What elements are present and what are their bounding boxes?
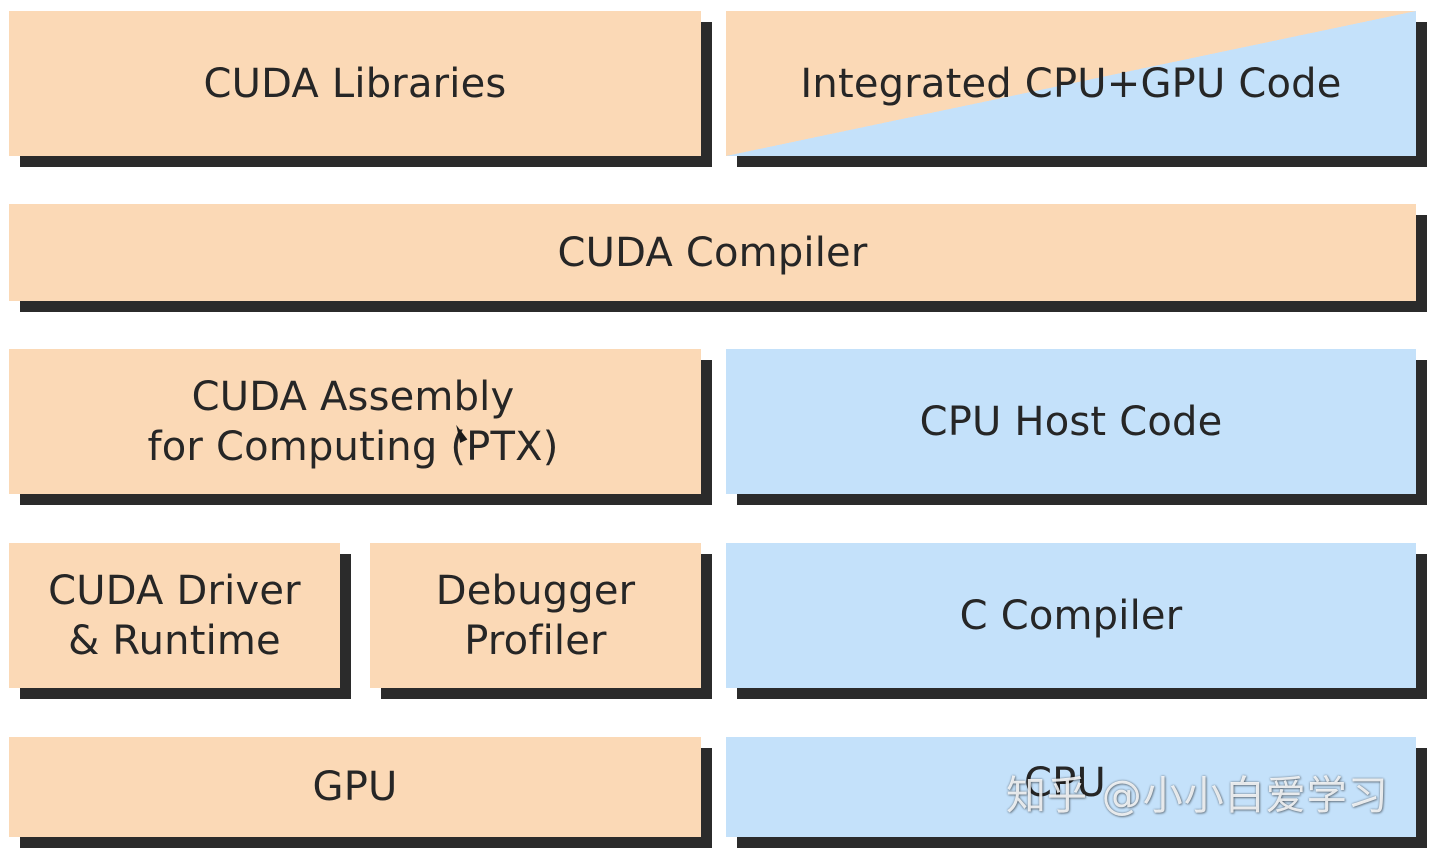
debugger-profiler-label: Debugger Profiler <box>436 566 636 666</box>
cuda-assembly-line-2: for Computing (PTX) <box>147 423 559 470</box>
integrated-code-block: Integrated CPU+GPU Code <box>726 11 1416 156</box>
cuda-libraries-block: CUDA Libraries <box>9 11 701 156</box>
cuda-assembly-line-1: CUDA Assembly <box>191 373 515 420</box>
cuda-libraries-label: CUDA Libraries <box>203 60 507 107</box>
cpu-host-code-label: CPU Host Code <box>919 398 1223 445</box>
cpu-label: CPU <box>1024 760 1106 806</box>
cuda-driver-line-2: & Runtime <box>68 617 281 664</box>
cuda-driver-block: CUDA Driver & Runtime <box>9 543 340 688</box>
debugger-line: Debugger <box>435 567 636 614</box>
c-compiler-block: C Compiler <box>726 543 1416 688</box>
cuda-driver-label: CUDA Driver & Runtime <box>48 566 301 666</box>
cpu-host-code-block: CPU Host Code <box>726 349 1416 494</box>
cuda-compiler-label: CUDA Compiler <box>557 229 868 276</box>
cpu-block: CPU <box>726 737 1416 837</box>
watermark-text: 知乎 @小小白爱学习 <box>1006 773 1389 819</box>
c-compiler-label: C Compiler <box>959 592 1183 639</box>
gpu-block: GPU <box>9 737 701 837</box>
cuda-driver-line-1: CUDA Driver <box>48 567 301 614</box>
cuda-assembly-block: CUDA Assembly for Computing (PTX) <box>9 349 701 494</box>
debugger-profiler-block: Debugger Profiler <box>370 543 701 688</box>
gpu-label: GPU <box>312 764 398 810</box>
integrated-code-label: Integrated CPU+GPU Code <box>800 60 1342 107</box>
cuda-assembly-label: CUDA Assembly for Computing (PTX) <box>147 372 558 472</box>
cuda-compiler-block: CUDA Compiler <box>9 204 1416 301</box>
profiler-line: Profiler <box>464 617 607 664</box>
